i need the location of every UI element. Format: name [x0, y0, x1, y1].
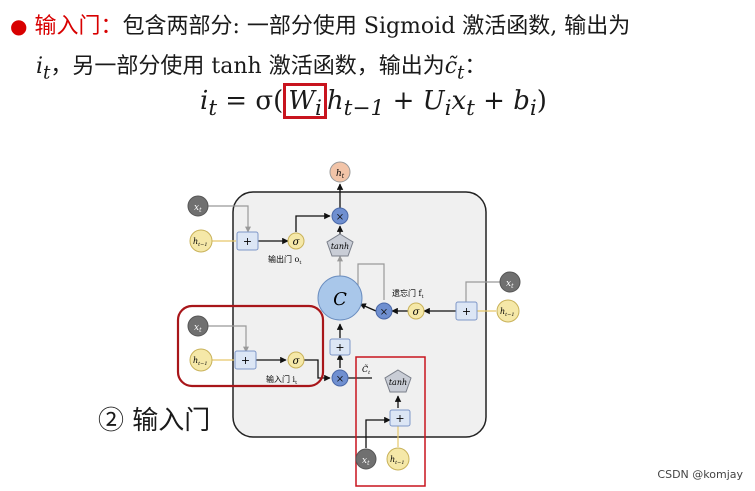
formula-lhs-sub: t: [208, 96, 218, 122]
var-i-sub: t: [43, 62, 51, 84]
ctilde-label: C̃t: [362, 365, 371, 376]
input-multiply-node: [331, 369, 349, 387]
formula-x-sub: t: [466, 96, 475, 122]
var-ctilde-sub: t: [457, 62, 465, 84]
candidate-highlight: [355, 356, 426, 487]
forget-sigma-node: [407, 302, 425, 320]
line2-text: ，另一部分使用 tanh 激活函数，输出为: [50, 54, 445, 79]
formula-b-sub: i: [529, 96, 537, 122]
output-gate-label: 输出门 ot: [268, 254, 301, 266]
input-xt-label: xt: [194, 323, 202, 334]
tanh-upper-node: [326, 233, 354, 257]
candidate-xt-node: [355, 448, 377, 470]
formula-lhs: i: [200, 86, 209, 116]
output-sigma-node: [287, 232, 305, 250]
output-hprev-node: [189, 229, 213, 253]
candidate-hprev-node: [386, 447, 410, 471]
output-multiply-node: [331, 207, 349, 225]
forget-multiply-label: ×: [380, 307, 388, 318]
input-hprev-label: ht−1: [193, 356, 208, 367]
section-caption: ② 输入门: [98, 406, 211, 436]
formula-h: h: [326, 86, 344, 116]
input-gate-label: 输入门 it: [266, 374, 297, 386]
yellow-connections: [212, 240, 496, 447]
forget-xt-label: xt: [506, 279, 514, 290]
input-gate-highlight: [176, 304, 325, 388]
forget-hprev-label: ht−1: [500, 307, 515, 318]
formula-b: b: [513, 86, 530, 116]
input-multiply-label: ×: [336, 374, 344, 385]
tanh-lower-label: tanh: [389, 378, 407, 387]
forget-xt-node: [499, 271, 521, 293]
forget-sigma-label: σ: [413, 307, 421, 318]
input-xt-node: [187, 315, 209, 337]
cell-state-label: C: [333, 289, 347, 310]
forget-plus-box: [455, 301, 478, 321]
output-plus-box: [236, 231, 259, 251]
tanh-lower-node: [384, 369, 412, 393]
output-multiply-label: ×: [336, 212, 344, 223]
forget-multiply-node: [375, 302, 393, 320]
var-ctilde: c̃: [444, 54, 458, 79]
candidate-plus-box: [389, 409, 411, 427]
lstm-cell-box: [232, 191, 487, 438]
black-connections: [256, 183, 456, 448]
candidate-plus-label: +: [395, 412, 404, 425]
formula-x: x: [451, 86, 467, 116]
output-hprev-label: ht−1: [193, 237, 208, 248]
cell-plus-box: [329, 338, 351, 356]
output-sigma-label: σ: [293, 237, 301, 248]
formula-plus-2: +: [474, 86, 514, 116]
output-ht-node: [329, 161, 351, 183]
line1-text: 包含两部分: 一部分使用 Sigmoid 激活函数, 输出为: [122, 14, 631, 39]
cell-plus-label: +: [335, 341, 344, 354]
input-hprev-node: [189, 348, 213, 372]
cell-state-node: [317, 275, 363, 321]
highlight-weight-box: Wi: [283, 83, 327, 122]
input-plus-label: +: [241, 354, 250, 367]
input-plus-box: [234, 350, 257, 370]
watermark: CSDN @komjay: [657, 468, 743, 481]
input-sigma-node: [287, 351, 305, 369]
formula-h-sub: t−1: [343, 96, 385, 122]
formula-u-sub: i: [444, 96, 452, 122]
output-xt-label: xt: [194, 203, 202, 214]
output-ht-label: ht: [336, 169, 345, 180]
line2-end: ：: [464, 54, 487, 79]
heading-input-gate: 输入门：: [34, 14, 123, 39]
description-line-1: ● 输入门：包含两部分: 一部分使用 Sigmoid 激活函数, 输出为: [10, 8, 630, 40]
formula-w-sub: i: [314, 96, 322, 122]
formula-close: ): [536, 86, 547, 116]
output-xt-node: [187, 195, 209, 217]
formula-plus-1: +: [384, 86, 423, 116]
input-sigma-label: σ: [293, 356, 301, 367]
formula-u: U: [422, 86, 445, 116]
forget-gate-label: 遗忘门 ft: [392, 288, 424, 300]
tanh-upper-label: tanh: [331, 242, 349, 251]
output-plus-label: +: [243, 235, 252, 248]
formula-w: W: [288, 86, 315, 116]
bullet-icon: ●: [10, 14, 28, 38]
candidate-xt-label: xt: [362, 456, 370, 467]
formula-eq: = σ(: [217, 86, 284, 116]
description-line-2: it，另一部分使用 tanh 激活函数，输出为c̃t：: [36, 48, 486, 83]
forget-plus-label: +: [462, 305, 471, 318]
var-i: i: [36, 54, 44, 79]
candidate-hprev-label: ht−1: [390, 455, 405, 466]
forget-hprev-node: [496, 299, 520, 323]
